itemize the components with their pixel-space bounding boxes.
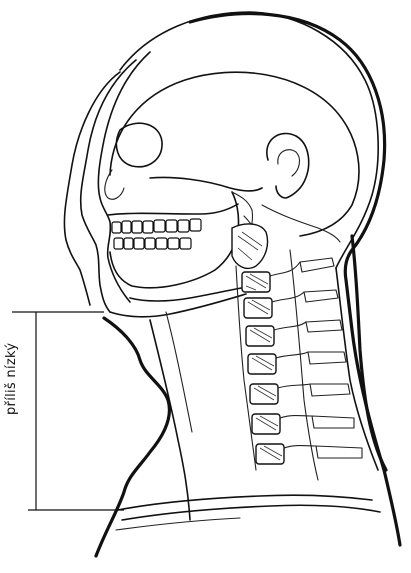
collar-line-2 — [122, 505, 380, 520]
face-profile-2 — [81, 60, 136, 312]
height-label: příliš nízký — [4, 375, 19, 415]
upper-teeth — [112, 219, 201, 233]
head-outline — [190, 14, 400, 545]
collar-line-3 — [116, 518, 240, 530]
spinous-processes — [300, 258, 362, 458]
ear-inner — [278, 150, 300, 176]
eye-socket — [116, 123, 162, 167]
face-profile-3 — [98, 52, 150, 302]
back-neck-line-alt — [352, 236, 386, 470]
skull-outline — [110, 72, 359, 236]
neck-front — [150, 320, 190, 520]
nasal-cavity — [105, 170, 124, 199]
ear — [267, 133, 309, 198]
maxilla — [108, 204, 238, 215]
height-dimension-marker — [12, 312, 124, 510]
cervical-vertebrae — [232, 224, 284, 464]
lower-teeth — [114, 238, 191, 249]
zygomatic-arch — [150, 177, 262, 191]
